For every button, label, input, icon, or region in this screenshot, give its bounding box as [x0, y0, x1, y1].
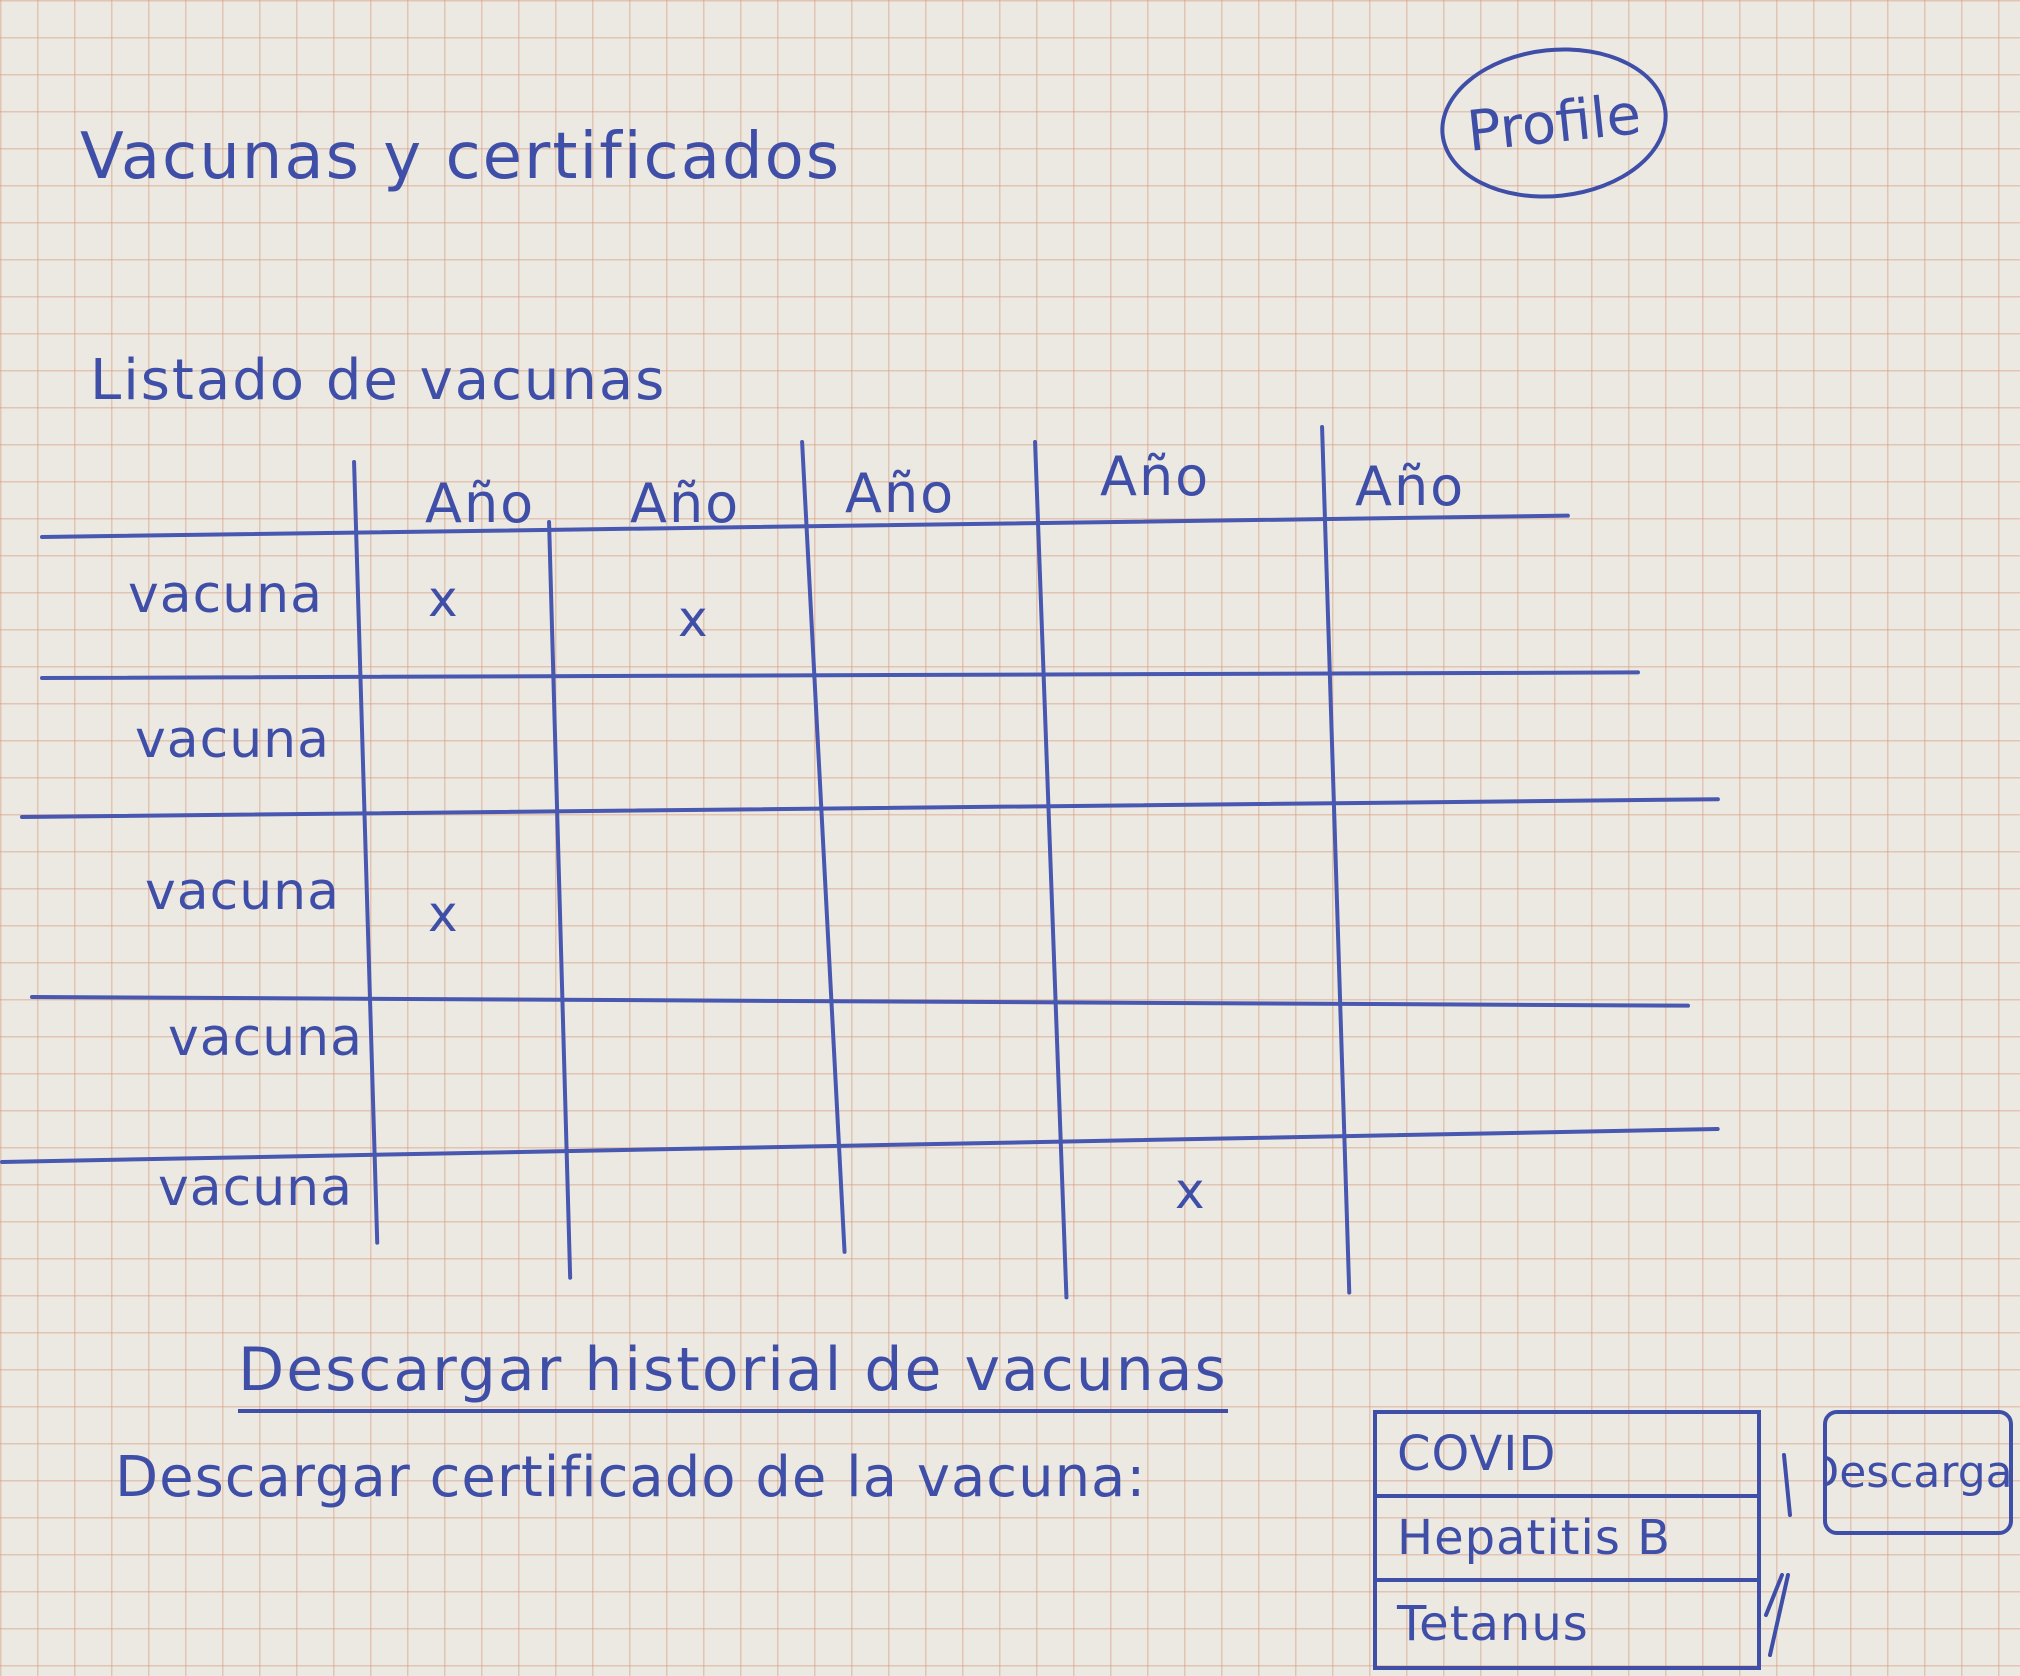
table-row-label: vacuna — [128, 565, 324, 625]
vaccination-mark: x — [1175, 1162, 1205, 1220]
table-row-divider — [29, 995, 1690, 1008]
table-column-divider — [1033, 439, 1069, 1300]
certificate-option[interactable]: COVID — [1377, 1414, 1757, 1498]
vaccine-list-title: Listado de vacunas — [90, 348, 667, 413]
table-column-divider — [352, 459, 380, 1245]
column-header-year: Año — [630, 472, 741, 535]
download-certificate-label: Descargar certificado de la vacuna: — [115, 1445, 1147, 1510]
table-column-divider — [1320, 424, 1352, 1295]
table-row-label: vacuna — [158, 1158, 354, 1218]
vaccination-mark: x — [428, 885, 458, 943]
table-column-divider — [547, 519, 573, 1280]
certificate-option[interactable]: Tetanus — [1397, 1596, 1589, 1652]
chevron-down-icon[interactable] — [1760, 1425, 1796, 1665]
table-column-divider — [800, 439, 847, 1254]
vaccination-mark: x — [428, 570, 458, 628]
table-row-divider — [19, 797, 1720, 819]
column-header-year: Año — [845, 462, 956, 525]
download-certificate-button[interactable]: Descargar — [1823, 1410, 2013, 1535]
column-header-year: Año — [1100, 445, 1211, 508]
column-header-year: Año — [425, 472, 536, 535]
certificate-select[interactable]: COVID Hepatitis B Tetanus — [1373, 1410, 1761, 1670]
certificate-option[interactable]: Hepatitis B — [1377, 1498, 1757, 1582]
column-header-year: Año — [1355, 455, 1466, 518]
download-history-link[interactable]: Descargar historial de vacunas — [238, 1335, 1228, 1413]
table-row-label: vacuna — [135, 710, 331, 770]
table-row-divider — [39, 670, 1640, 680]
vaccination-mark: x — [678, 590, 708, 648]
table-row-label: vacuna — [168, 1008, 364, 1068]
page-title: Vacunas y certificados — [80, 120, 842, 194]
table-row-label: vacuna — [145, 862, 341, 922]
